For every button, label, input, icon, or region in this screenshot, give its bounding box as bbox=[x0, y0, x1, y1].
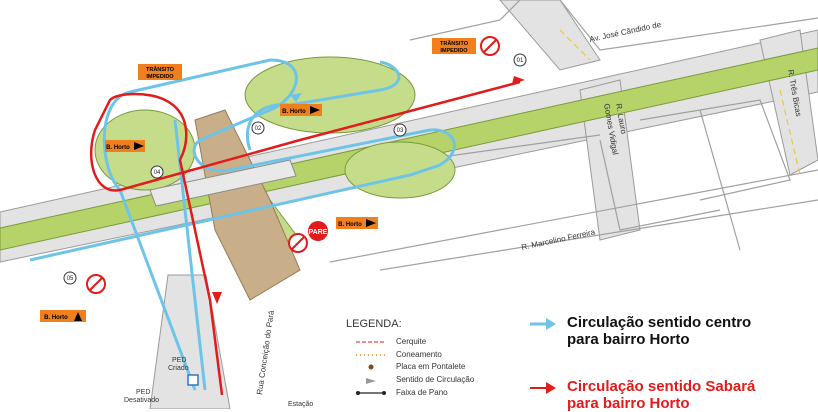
b-horto-label: B. Horto bbox=[106, 145, 130, 151]
marker-04: 04 bbox=[154, 170, 161, 176]
ped-labels: PED Criado PED Desativado Estação bbox=[124, 357, 313, 408]
legend-item-coneamento: Coneamento bbox=[396, 350, 442, 359]
lauro-street-surface bbox=[579, 79, 641, 241]
sign-text-line1: TRÂNSITO bbox=[146, 66, 175, 73]
marker-01a: 01 bbox=[517, 58, 524, 64]
marker-05: 05 bbox=[67, 276, 74, 282]
estacao-label: Estação bbox=[288, 401, 313, 408]
blue-arrow-loop bbox=[290, 93, 302, 102]
legend-item-placa: Placa em Pontalete bbox=[396, 362, 466, 371]
ped-criado-line1: PED bbox=[172, 357, 186, 364]
transito-impedido-sign-west bbox=[138, 64, 182, 80]
b-horto-label: B. Horto bbox=[338, 222, 362, 228]
red-route bbox=[90, 80, 521, 396]
red-route-label: Circulação sentido Sabará para bairro Ho… bbox=[567, 378, 755, 412]
marker-02: 02 bbox=[255, 126, 262, 132]
no-right-turn-signs bbox=[86, 36, 500, 294]
sentido-circulacao-swatch bbox=[366, 378, 376, 384]
blue-route-label-line2: para bairro Horto bbox=[567, 331, 690, 348]
blue-route-label: Circulação sentido centro para bairro Ho… bbox=[567, 314, 751, 348]
legend-title: LEGENDA: bbox=[346, 318, 402, 330]
legend-item-cerquite: Cerquite bbox=[396, 337, 427, 346]
numbered-markers bbox=[63, 53, 527, 285]
blue-route-label-line1: Circulação sentido centro bbox=[567, 314, 752, 331]
transito-impedido-sign-east bbox=[432, 38, 476, 54]
sign-text-line1: TRÂNSITO bbox=[440, 40, 469, 47]
direction-arrows bbox=[212, 76, 525, 304]
street-r-marcelino: R. Marcelino Ferreira bbox=[521, 227, 597, 252]
ped-desativado-line2: Desativado bbox=[124, 397, 159, 404]
legend-item-sentido: Sentido de Circulação bbox=[396, 375, 475, 384]
b-horto-label: B. Horto bbox=[44, 315, 68, 321]
stop-sign-label: PARE bbox=[309, 229, 328, 236]
sign-text-line2: IMPEDIDO bbox=[146, 74, 174, 80]
b-horto-label: B. Horto bbox=[282, 109, 306, 115]
placa-pontalete-swatch bbox=[368, 364, 374, 370]
street-av-jose-candido: Av. José Cândido de bbox=[589, 20, 663, 44]
legend-symbols bbox=[356, 341, 386, 395]
red-arrow-east bbox=[512, 76, 525, 84]
ped-desativado-line1: PED bbox=[136, 389, 150, 396]
b-horto-sign-4 bbox=[40, 310, 86, 322]
ped-criado-icon bbox=[187, 374, 199, 386]
lane-markings bbox=[559, 29, 801, 176]
embankment-area bbox=[194, 109, 301, 301]
east-loop-island bbox=[344, 141, 456, 199]
route-legend-arrows bbox=[530, 318, 556, 394]
stop-sign-icon bbox=[308, 221, 328, 241]
block-outlines bbox=[329, 0, 818, 271]
red-route-label-line2: para bairro Horto bbox=[567, 395, 690, 412]
marker-03: 03 bbox=[397, 128, 404, 134]
sign-text-line2: IMPEDIDO bbox=[440, 48, 468, 54]
north-street-surface bbox=[499, 0, 601, 71]
red-arrow-south bbox=[212, 292, 222, 304]
street-rua-conceicao: Rua Conceição do Pará bbox=[255, 309, 276, 395]
stop-sign: PARE bbox=[308, 221, 328, 241]
legend-item-faixa: Faixa de Pano bbox=[396, 388, 448, 397]
orange-signs: TRÂNSITO IMPEDIDO TRÂNSITO IMPEDIDO B. H… bbox=[40, 38, 476, 322]
ped-criado-line2: Criado bbox=[168, 365, 189, 372]
north-loop-island bbox=[244, 56, 416, 134]
red-route-label-line1: Circulação sentido Sabará bbox=[567, 378, 756, 395]
